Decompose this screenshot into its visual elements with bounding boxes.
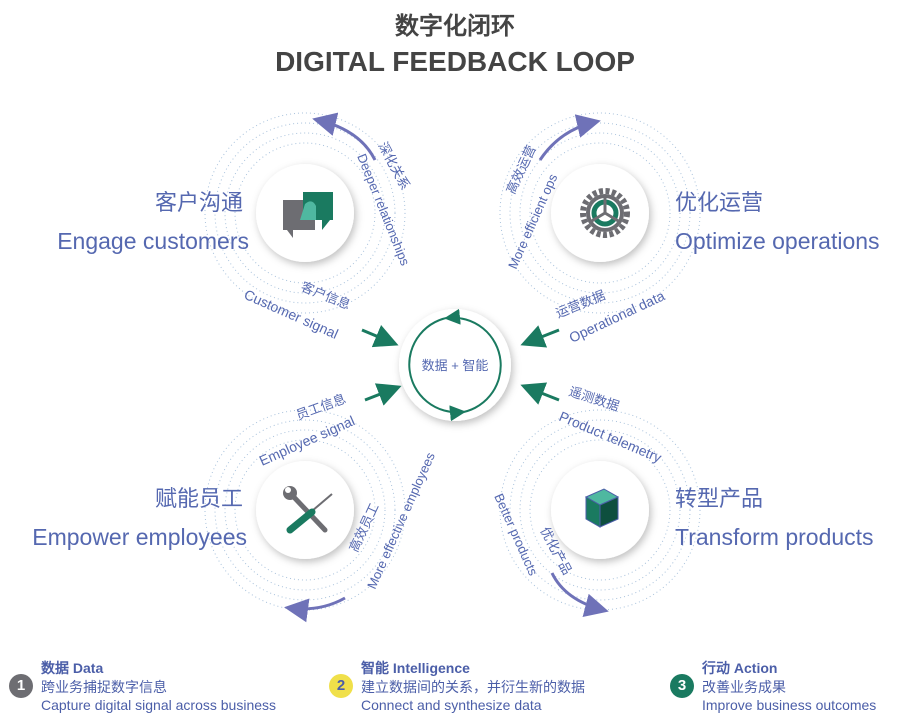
operations-circle (551, 164, 649, 262)
customers-title-en: Engage customers (57, 228, 249, 254)
title-english: DIGITAL FEEDBACK LOOP (275, 46, 635, 77)
flow-customer-signal-cn: 客户信息 (299, 279, 353, 312)
center-label: 数据 + 智能 (422, 358, 489, 373)
employees-title-cn: 赋能员工 (154, 487, 243, 512)
legend-intelligence-heading: 智能 Intelligence (361, 660, 470, 676)
employees-title-en: Empower employees (32, 524, 247, 550)
operations-title-en: Optimize operations (675, 228, 880, 254)
cycle-arrow-left (408, 316, 466, 422)
cube-icon (584, 488, 620, 528)
legend-data-cn: 跨业务捕捉数字信息 (41, 680, 167, 696)
cycle-arrow-right (444, 308, 502, 414)
tools-icon (283, 486, 333, 534)
title-chinese: 数字化闭环 (395, 12, 515, 40)
products-title-en: Transform products (675, 524, 874, 550)
legend-action-heading: 行动 Action (702, 660, 778, 676)
step-3-badge: 3 (670, 674, 694, 698)
flow-better-products-en: Better products (491, 491, 541, 578)
legend-action-cn: 改善业务成果 (702, 680, 786, 696)
flow-employee-signal-en: Employee signal (257, 412, 357, 468)
flow-telemetry-cn: 遥测数据 (567, 384, 621, 414)
step-1-badge: 1 (9, 674, 33, 698)
legend-data-heading: 数据 Data (41, 660, 104, 676)
outbound-arrows (284, 112, 609, 623)
chat-bubbles-icon (283, 192, 333, 238)
legend-action-en: Improve business outcomes (702, 697, 877, 713)
flow-efficient-ops-cn: 高效运营 (503, 143, 539, 196)
legend-data-en: Capture digital signal across business (41, 697, 277, 713)
inbound-arrows (361, 324, 560, 406)
customers-title-cn: 客户沟通 (154, 191, 243, 216)
center-hub (399, 308, 511, 422)
legend-intelligence-en: Connect and synthesize data (361, 697, 542, 713)
products-title-cn: 转型产品 (675, 487, 764, 512)
operations-title-cn: 优化运营 (675, 191, 764, 216)
gear-icon (580, 188, 630, 238)
flow-telemetry-en: Product telemetry (557, 408, 664, 466)
step-2-badge: 2 (329, 674, 353, 698)
legend-intelligence-cn: 建立数据间的关系，并衍生新的数据 (361, 680, 585, 696)
